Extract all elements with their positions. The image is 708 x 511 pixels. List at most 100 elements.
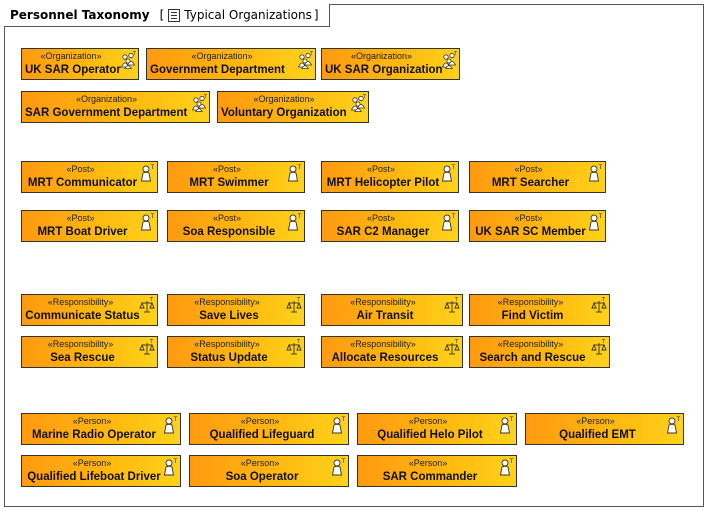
organization-icon: T [120,51,137,69]
stereotype-label: «Person» [240,458,280,468]
responsibility-block[interactable]: «Responsibility»Find Victim T [469,294,610,326]
post-block[interactable]: «Post»MRT Searcher T [469,161,606,193]
responsibility-icon: T [286,339,302,357]
diagram-frame-tab: Personnel Taxonomy [ Typical Organizatio… [4,4,330,27]
element-name: Qualified Lifeguard [209,429,315,441]
organization-icon: T [297,51,314,69]
element-name: Status Update [190,352,268,364]
responsibility-block[interactable]: «Responsibility»Save Lives T [167,294,305,326]
svg-text:T: T [454,297,459,303]
person-icon: T [330,416,346,434]
element-name: SAR Government Department [25,107,188,119]
person-block[interactable]: «Person»Soa Operator T [189,455,349,487]
post-icon: T [139,164,155,182]
svg-text:T: T [598,164,603,171]
stereotype-label: «Responsibility» [350,339,416,349]
post-block[interactable]: «Post»UK SAR SC Member T [469,210,606,242]
person-block[interactable]: «Person» Qualified Lifeguard T [189,413,349,445]
post-block[interactable]: «Post»MRT Boat Driver T [21,210,158,242]
organization-block[interactable]: «Organization»UK SAR Organization T [321,48,460,80]
element-name: Air Transit [356,310,414,322]
element-name: Qualified EMT [559,429,636,441]
svg-text:T: T [297,213,302,220]
post-block[interactable]: «Post»MRT Helicopter Pilot T [321,161,459,193]
post-block[interactable]: «Post»Soa Responsible T [167,210,305,242]
responsibility-icon: T [286,297,302,315]
element-name: MRT Communicator [27,177,138,189]
svg-text:T: T [362,94,366,100]
element-name: UK SAR Organization [325,64,443,76]
svg-text:T: T [454,339,459,345]
post-block[interactable]: «Post»MRT Swimmer T [167,161,305,193]
post-icon: T [139,213,155,231]
svg-text:T: T [509,416,514,423]
svg-text:T: T [173,458,178,465]
element-name: UK SAR SC Member [475,226,586,238]
responsibility-block[interactable]: «Responsibility»Status Update T [167,336,305,368]
person-block[interactable]: «Person» Qualified EMT T [525,413,684,445]
element-name: UK SAR Operator [25,64,121,76]
organization-block[interactable]: «Organization»SAR Government Department … [21,91,210,123]
stereotype-label: «Person» [576,416,615,426]
stereotype-label: «Organization» [191,51,253,61]
element-name: Search and Rescue [479,352,586,364]
svg-text:T: T [341,458,346,465]
person-block[interactable]: «Person»Qualified Helo Pilot T [357,413,517,445]
organization-block[interactable]: «Organization» Government Department T [146,48,316,80]
person-block[interactable]: «Person»SAR Commander T [357,455,517,487]
svg-text:T: T [296,339,301,345]
person-block[interactable]: «Person»Qualified Lifeboat Driver T [21,455,181,487]
organization-block[interactable]: «Organization»UK SAR Operator T [21,48,139,80]
responsibility-icon: T [591,339,607,357]
svg-text:T: T [132,51,136,57]
responsibility-block[interactable]: «Responsibility» Search and Rescue T [469,336,610,368]
post-block[interactable]: «Post»SAR C2 Manager T [321,210,459,242]
svg-text:T: T [150,213,155,220]
element-name: Communicate Status [25,310,140,322]
person-icon: T [162,458,178,476]
stereotype-label: «Post» [514,164,543,174]
post-block[interactable]: «Post»MRT Communicator T [21,161,158,193]
element-name: SAR Commander [382,471,478,483]
stereotype-label: «Post» [514,213,543,223]
svg-text:T: T [149,339,154,345]
stereotype-label: «Organization» [350,51,413,61]
element-name: Marine Radio Operator [32,429,156,441]
svg-text:T: T [173,416,178,423]
stereotype-label: «Organization» [253,94,315,104]
stereotype-label: «Post» [66,213,95,223]
element-name: Find Victim [501,310,564,322]
responsibility-block[interactable]: «Responsibility»Communicate Status T [21,294,158,326]
person-block[interactable]: «Person»Marine Radio Operator T [21,413,181,445]
stereotype-label: «Person» [72,458,112,468]
svg-text:T: T [203,94,207,100]
svg-text:T: T [451,164,456,171]
person-icon: T [498,416,514,434]
responsibility-icon: T [444,339,460,357]
svg-text:T: T [309,51,313,57]
svg-text:T: T [297,164,302,171]
post-icon: T [440,213,456,231]
stereotype-label: «Post» [212,213,242,223]
stereotype-label: «Responsibility» [497,339,564,349]
responsibility-block[interactable]: «Responsibility»Air Transit T [321,294,463,326]
svg-text:T: T [149,297,154,303]
diagram-name: Typical Organizations [184,8,312,22]
person-icon: T [162,416,178,434]
stereotype-label: «Person» [240,416,280,426]
svg-text:T: T [451,213,456,220]
person-icon: T [498,458,514,476]
responsibility-block[interactable]: «Responsibility»Sea Rescue T [21,336,158,368]
responsibility-icon: T [139,297,155,315]
element-name: Government Department [150,64,285,76]
organization-block[interactable]: «Organization»Voluntary Organization T [217,91,369,123]
diagram-icon [168,8,181,22]
diagram-frame-title: Personnel Taxonomy [10,8,150,22]
person-icon: T [330,458,346,476]
responsibility-icon: T [139,339,155,357]
bracket-open: [ [159,8,165,22]
responsibility-block[interactable]: «Responsibility» Allocate Resources T [321,336,463,368]
person-icon: T [665,416,681,434]
element-name: Sea Rescue [50,352,115,364]
element-name: Allocate Resources [331,352,439,364]
